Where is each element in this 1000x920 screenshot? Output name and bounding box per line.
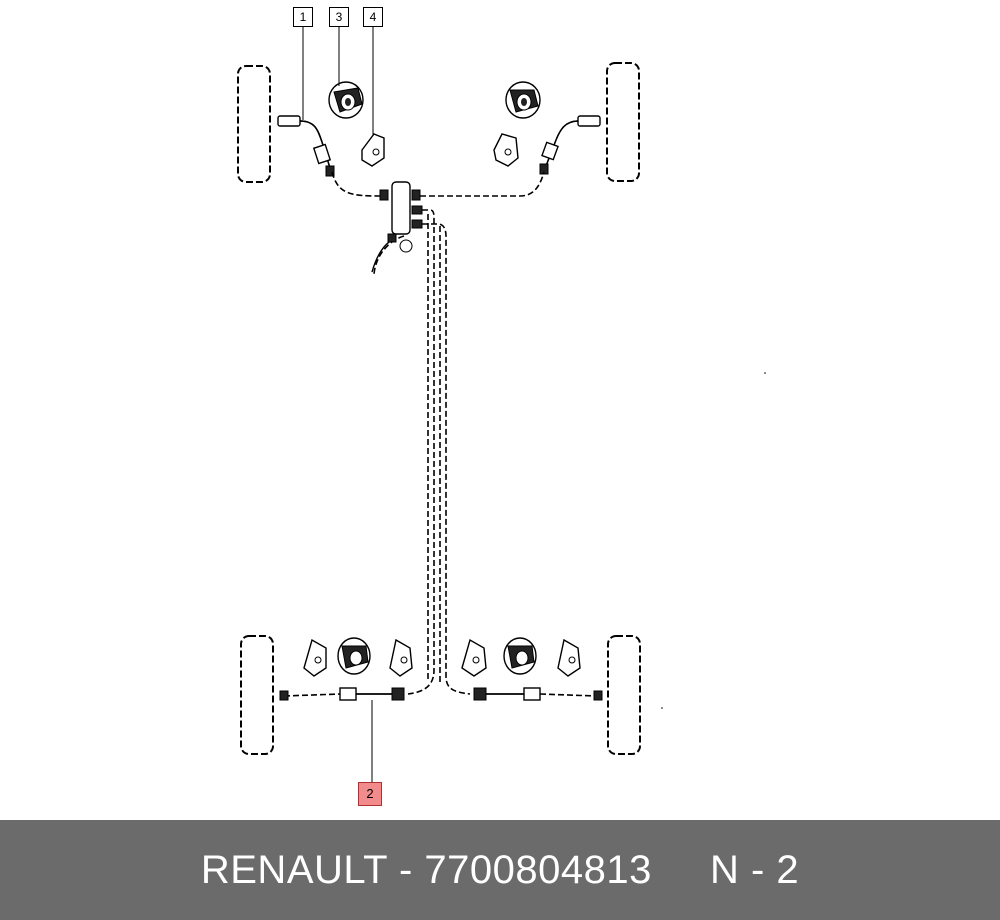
- distribution-block: [391, 181, 423, 235]
- rear-left-long-pipe: [407, 209, 435, 695]
- front-right-brake-hose: [539, 115, 601, 175]
- front-left-caliper: [328, 81, 364, 119]
- front-right-bracket: [493, 133, 519, 167]
- callout-2[interactable]: 2: [358, 782, 382, 806]
- footer-bar: RENAULT - 7700804813 N - 2: [0, 820, 1000, 920]
- callout-4[interactable]: 4: [363, 7, 383, 27]
- pressure-limiter-hose: [371, 233, 413, 275]
- rear-left-wheel: [240, 635, 274, 755]
- front-right-union: [411, 189, 421, 201]
- rear-right-wheel: [607, 635, 641, 755]
- callout-3[interactable]: 3: [329, 7, 349, 27]
- front-left-brake-hose: [277, 115, 335, 177]
- front-left-bracket: [361, 133, 385, 167]
- front-left-wheel: [237, 65, 271, 183]
- front-right-wheel: [606, 62, 640, 182]
- rear-right-long-pipe: [422, 223, 471, 695]
- callout-1[interactable]: 1: [293, 7, 313, 27]
- front-left-pipe: [331, 171, 381, 197]
- speck: [764, 372, 766, 374]
- front-left-union: [379, 189, 389, 201]
- rear-left-assembly: [279, 637, 413, 701]
- front-right-pipe: [420, 171, 545, 197]
- part-number-caption: RENAULT - 7700804813 N - 2: [200, 847, 800, 892]
- speck: [661, 707, 663, 709]
- front-right-caliper: [505, 81, 541, 119]
- brake-system-diagram: [237, 26, 766, 784]
- rear-right-assembly: [461, 637, 603, 701]
